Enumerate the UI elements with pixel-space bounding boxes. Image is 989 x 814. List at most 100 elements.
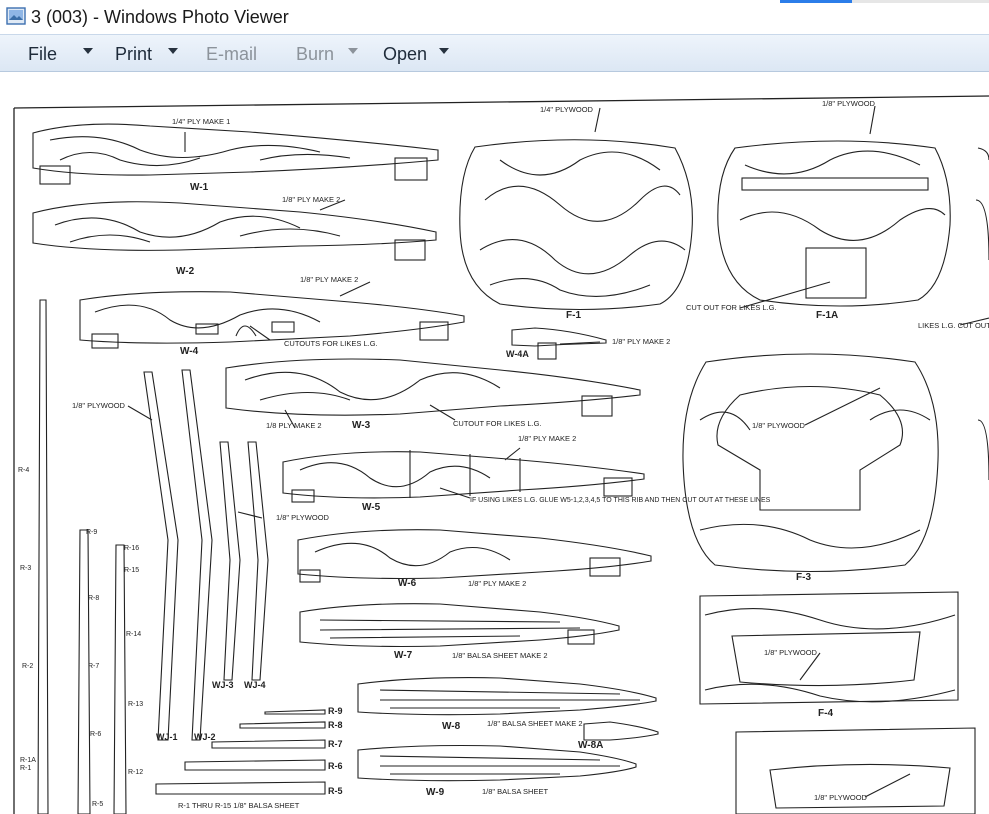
svg-text:R-6: R-6 [328,761,343,771]
svg-text:R-9: R-9 [86,529,97,536]
chevron-down-icon [348,48,359,54]
note-w4-cutout: CUTOUTS FOR LIKES L.G. [284,339,378,348]
svg-text:R-5: R-5 [328,786,343,796]
rib-w8 [357,677,657,716]
note-w7: 1/8" BALSA SHEET MAKE 2 [452,651,548,660]
svg-text:R-16: R-16 [124,545,139,552]
title-bar: 3 (003) - Windows Photo Viewer [0,0,989,34]
plan-drawing: 1/4" PLY MAKE 1 W-1 1/8" PLY MAKE 2 W-2 … [13,95,989,814]
svg-text:W-3: W-3 [352,420,371,431]
note-w8: 1/8" BALSA SHEET MAKE 2 [487,719,583,728]
note-w9: 1/8" BALSA SHEET [482,787,548,796]
drawing-labels: 1/4" PLY MAKE 1 W-1 1/8" PLY MAKE 2 W-2 … [18,99,989,810]
command-bar: File Print E-mail Burn Open [0,34,989,72]
wing-joiners [143,369,269,741]
title-accent-bar-gray [852,0,989,3]
former-bottom [735,727,976,814]
chevron-down-icon [83,48,94,54]
email-menu[interactable]: E-mail [206,35,257,73]
former-f1 [459,139,693,311]
note-wj-right: 1/8" PLYWOOD [276,513,330,522]
svg-text:W-4A: W-4A [506,349,529,359]
note-w2: 1/8" PLY MAKE 2 [282,195,340,204]
svg-text:F-1A: F-1A [816,310,838,321]
rib-w5 [282,450,645,503]
file-menu[interactable]: File [28,35,94,73]
window-title: 3 (003) - Windows Photo Viewer [31,7,289,27]
rib-w3 [225,358,641,417]
svg-text:R-14: R-14 [126,631,141,638]
note-r-strips: R-1 THRU R-15 1/8" BALSA SHEET [178,801,300,810]
svg-text:R-6: R-6 [90,731,101,738]
note-f1: 1/4" PLYWOOD [540,105,594,114]
svg-text:R-1A: R-1A [20,757,36,764]
rib-strips [37,299,326,814]
burn-menu[interactable]: Burn [296,35,359,73]
note-w5-glue: IF USING LIKES L.G. GLUE W5-1,2,3,4,5 TO… [470,497,771,504]
svg-text:R-13: R-13 [128,701,143,708]
note-f3: 1/8" PLYWOOD [752,421,806,430]
svg-text:F-1: F-1 [566,310,581,321]
note-w3-cutout: CUTOUT FOR LIKES L.G. [453,419,542,428]
note-w4a: 1/8" PLY MAKE 2 [612,337,670,346]
print-menu-label: Print [115,43,153,64]
svg-text:R-2: R-2 [22,663,33,670]
svg-text:F-4: F-4 [818,708,833,719]
note-bottom-ply: 1/8" PLYWOOD [814,793,868,802]
rib-w6 [297,529,652,583]
former-f4 [699,591,959,705]
rib-w4a [511,327,607,360]
svg-text:R-8: R-8 [328,720,343,730]
svg-text:W-4: W-4 [180,346,199,357]
chevron-down-icon [168,48,179,54]
svg-text:F-3: F-3 [796,572,811,583]
svg-text:R-1: R-1 [20,765,31,772]
former-f3 [682,353,939,573]
open-menu[interactable]: Open [383,35,450,73]
svg-text:W-2: W-2 [176,266,195,277]
svg-text:R-7: R-7 [88,663,99,670]
note-f1a-cutout: CUT OUT FOR LIKES L.G. [686,303,777,312]
svg-text:R-5: R-5 [92,801,103,808]
note-f1a: 1/8" PLYWOOD [822,99,876,108]
svg-text:W-9: W-9 [426,787,445,798]
note-f4: 1/8" PLYWOOD [764,648,818,657]
svg-text:R-15: R-15 [124,567,139,574]
svg-text:WJ-3: WJ-3 [212,680,234,690]
note-w4: 1/8" PLY MAKE 2 [300,275,358,284]
svg-text:W-5: W-5 [362,502,381,513]
rib-w1 [32,123,439,185]
rib-w4 [79,291,465,349]
note-w6: 1/8" PLY MAKE 2 [468,579,526,588]
svg-text:W-8: W-8 [442,721,461,732]
svg-text:WJ-4: WJ-4 [244,680,266,690]
note-w5: 1/8" PLY MAKE 2 [518,434,576,443]
svg-text:W-6: W-6 [398,578,417,589]
svg-text:W-1: W-1 [190,182,209,193]
svg-text:R-9: R-9 [328,706,343,716]
rib-w8a [583,721,659,741]
rib-w2 [32,201,437,261]
burn-menu-label: Burn [296,43,335,64]
rib-w9 [357,744,637,782]
svg-text:R-3: R-3 [20,565,31,572]
title-accent-bar [780,0,852,3]
svg-text:WJ-2: WJ-2 [194,732,216,742]
chevron-down-icon [439,48,450,54]
note-right-cutout: LIKES L.G. CUT OUT [918,321,989,330]
file-menu-label: File [28,43,58,64]
note-wj-left: 1/8" PLYWOOD [72,401,126,410]
svg-text:R-7: R-7 [328,739,343,749]
former-f1a [717,140,951,307]
open-menu-label: Open [383,43,428,64]
photo-viewer-icon [6,7,26,25]
image-viewport[interactable]: 1/4" PLY MAKE 1 W-1 1/8" PLY MAKE 2 W-2 … [0,72,989,814]
note-w1: 1/4" PLY MAKE 1 [172,117,230,126]
print-menu[interactable]: Print [115,35,179,73]
rib-w7 [299,603,620,648]
svg-text:WJ-1: WJ-1 [156,732,178,742]
email-menu-label: E-mail [206,43,258,64]
svg-text:R-4: R-4 [18,467,29,474]
svg-text:R-12: R-12 [128,769,143,776]
note-w3: 1/8 PLY MAKE 2 [266,421,322,430]
